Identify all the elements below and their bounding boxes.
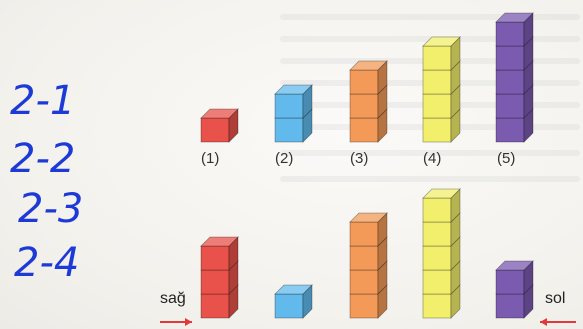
cube-front-face — [349, 245, 379, 271]
tower-label-2: (2) — [275, 150, 294, 167]
left-side-label: sağ — [160, 290, 186, 307]
cube-front-face — [200, 245, 230, 271]
left-arrow-head — [185, 318, 192, 326]
cube-front-face — [495, 93, 525, 119]
cube-front-face — [422, 269, 452, 295]
cube-front-face — [274, 93, 304, 119]
background-text-line — [280, 176, 580, 182]
handwriting-line-1: 2-1 — [10, 78, 75, 124]
right-side-label: sol — [545, 290, 566, 307]
cube-top-face — [200, 108, 239, 119]
tower-label-1: (1) — [201, 150, 220, 167]
background-text-line — [280, 150, 580, 156]
cube-top-face — [349, 212, 388, 223]
top-row-tower-4 — [422, 36, 461, 143]
cube-top-face — [200, 236, 239, 247]
bottom-row-tower-1 — [200, 236, 239, 319]
cube-front-face — [274, 293, 304, 319]
cube-front-face — [422, 69, 452, 95]
cube-front-face — [495, 69, 525, 95]
bottom-row-tower-2 — [274, 284, 313, 319]
background-text-line — [280, 14, 580, 20]
cube-top-face — [422, 188, 461, 199]
cube-front-face — [349, 117, 379, 143]
cube-top-face — [274, 284, 313, 295]
bottom-row-tower-4 — [422, 188, 461, 319]
cube-front-face — [349, 93, 379, 119]
cube-front-face — [422, 293, 452, 319]
cube-front-face — [422, 221, 452, 247]
cube-front-face — [200, 269, 230, 295]
cube-front-face — [422, 93, 452, 119]
cube-front-face — [422, 117, 452, 143]
cube-front-face — [495, 269, 525, 295]
handwritten-notes: 2-1 2-2 2-3 2-4 — [10, 78, 83, 286]
cube-front-face — [422, 45, 452, 71]
cube-front-face — [495, 117, 525, 143]
cube-front-face — [349, 69, 379, 95]
cube-front-face — [422, 245, 452, 271]
cube-top-face — [422, 36, 461, 47]
top-row-tower-2 — [274, 84, 313, 143]
cube-front-face — [200, 293, 230, 319]
cube-top-face — [495, 260, 534, 271]
cube-front-face — [349, 221, 379, 247]
cube-front-face — [274, 117, 304, 143]
handwriting-line-4: 2-4 — [14, 240, 79, 286]
tower-label-3: (3) — [350, 150, 369, 167]
cube-top-face — [274, 84, 313, 95]
handwriting-line-2: 2-2 — [10, 136, 75, 182]
top-row-tower-1 — [200, 108, 239, 143]
bottom-row-tower-5 — [495, 260, 534, 319]
tower-label-5: (5) — [497, 150, 516, 167]
cube-top-face — [495, 12, 534, 23]
handwriting-line-3: 2-3 — [18, 186, 83, 232]
cube-top-face — [349, 60, 388, 71]
right-arrow-head — [540, 318, 547, 326]
cube-front-face — [495, 293, 525, 319]
tower-label-4: (4) — [423, 150, 442, 167]
cube-front-face — [349, 269, 379, 295]
cube-front-face — [495, 21, 525, 47]
cube-front-face — [422, 197, 452, 223]
top-row-tower-5 — [495, 12, 534, 143]
cube-front-face — [495, 45, 525, 71]
cube-front-face — [349, 293, 379, 319]
top-row-tower-3 — [349, 60, 388, 143]
cube-front-face — [200, 117, 230, 143]
bottom-row-tower-3 — [349, 212, 388, 319]
